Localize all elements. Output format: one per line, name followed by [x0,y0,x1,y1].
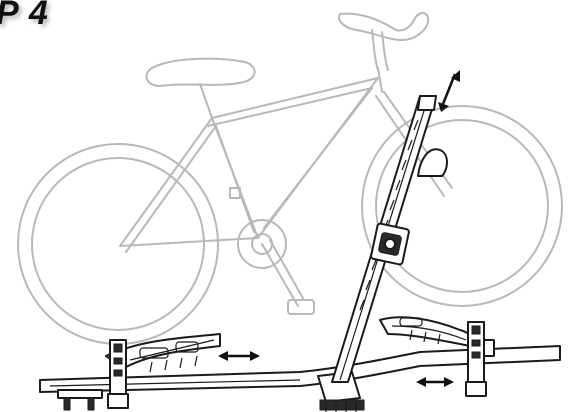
horizontal-double-arrow-icon [416,377,454,387]
front-strap-clamp [465,321,495,397]
rear-strap-clamp [57,339,129,411]
front-wheel-tray [379,316,475,347]
front-wheel [361,105,563,307]
horizontal-double-arrow-icon [218,351,260,361]
diagonal-double-arrow-icon [438,70,460,112]
rear-wheel-tray [105,333,221,373]
rear-wheel [17,143,219,345]
bicycle-seat [145,57,256,119]
bicycle [17,12,563,345]
bicycle-handlebar [338,12,430,71]
frame-clamp-head [370,222,410,266]
step-label: P 4 [0,0,49,32]
bicycle-crank [229,187,315,315]
